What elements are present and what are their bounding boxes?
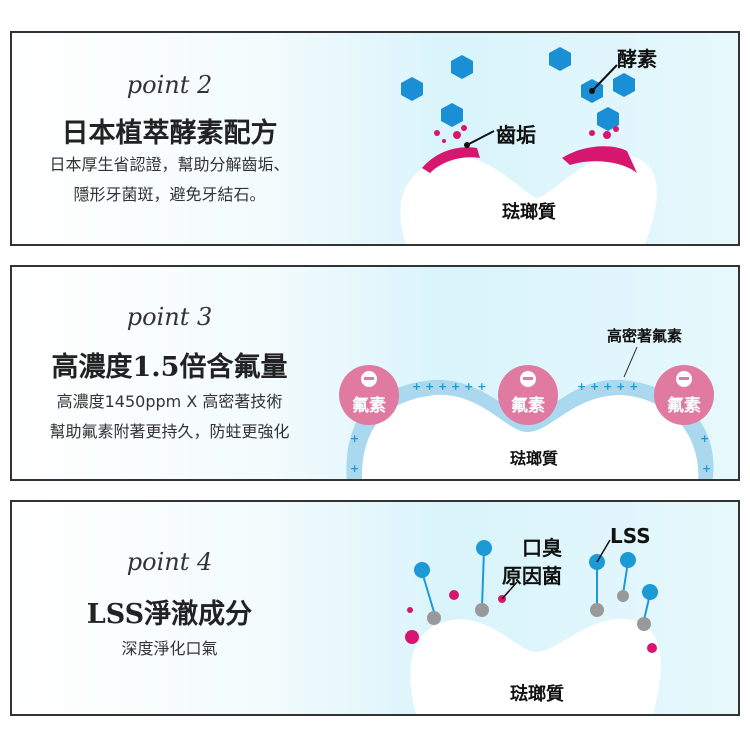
panel-desc-line: 日本厚生省認證，幫助分解齒垢、 xyxy=(49,155,290,174)
tooth-shape xyxy=(410,618,661,714)
bacteria-icons xyxy=(427,590,651,631)
svg-text:+: + xyxy=(350,432,359,445)
svg-text:+: + xyxy=(700,432,709,445)
odor-bacteria xyxy=(405,590,657,653)
panel-title: 高濃度1.5倍含氟量 xyxy=(51,352,288,383)
panel-title: LSS淨澈成分 xyxy=(86,599,253,630)
panel-enzyme: point 2 日本植萃酵素配方 日本厚生省認證，幫助分解齒垢、 隱形牙菌斑，避… xyxy=(10,31,740,246)
lss-diagram xyxy=(405,539,661,714)
point-label: point 3 xyxy=(126,303,213,331)
plus-icons: + + + + + + + + + + + + + + + xyxy=(350,380,711,475)
label-fluoride: 氟素 xyxy=(667,396,701,416)
enzyme-diagram xyxy=(400,47,657,244)
fluoride-diagram: + + + + + + + + + + + + + + + xyxy=(339,346,714,479)
label-enamel: 琺瑯質 xyxy=(510,449,559,468)
plaque-left xyxy=(422,147,480,173)
label-enzyme: 酵素 xyxy=(617,47,657,71)
panel-lss: point 4 LSS淨澈成分 深度淨化口氣 口臭 原因菌 LSS 琺瑯質 xyxy=(10,500,740,716)
svg-text:+: + xyxy=(350,462,359,475)
panel-desc-line: 幫助氟素附著更持久，防蛀更強化 xyxy=(49,422,290,441)
label-lss: LSS xyxy=(610,524,651,548)
label-enamel: 琺瑯質 xyxy=(502,202,556,223)
svg-text:+ + + + +: + + + + + xyxy=(577,380,638,393)
enamel-shape xyxy=(362,394,699,479)
point-label: point 4 xyxy=(126,548,213,576)
panel-desc-line: 隱形牙菌斑，避免牙結石。 xyxy=(73,185,266,204)
panel-title: 日本植萃酵素配方 xyxy=(61,118,278,149)
tooth-shape xyxy=(400,155,657,244)
panel-desc-line: 高濃度1450ppm X 高密著技術 xyxy=(56,392,283,411)
fluoride-circles xyxy=(339,365,714,425)
label-fluoride: 氟素 xyxy=(511,396,545,416)
svg-text:+ + + + + +: + + + + + + xyxy=(412,380,486,393)
enzyme-hexagons xyxy=(401,47,635,131)
label-high-adhesion: 高密著氟素 xyxy=(607,327,683,345)
plaque-dots xyxy=(434,125,619,143)
lss-molecules xyxy=(421,549,651,621)
panel-fluoride: point 3 高濃度1.5倍含氟量 高濃度1450ppm X 高密著技術 幫助… xyxy=(10,265,740,481)
point-label: point 2 xyxy=(126,71,213,99)
label-plaque: 齒垢 xyxy=(496,123,536,147)
svg-text:+: + xyxy=(702,462,711,475)
label-odor-2: 原因菌 xyxy=(502,564,562,588)
label-odor-1: 口臭 xyxy=(522,536,562,560)
plaque-right xyxy=(562,146,637,173)
label-fluoride: 氟素 xyxy=(352,396,386,416)
label-enamel: 琺瑯質 xyxy=(510,684,564,705)
panel-desc-line: 深度淨化口氣 xyxy=(121,639,218,658)
